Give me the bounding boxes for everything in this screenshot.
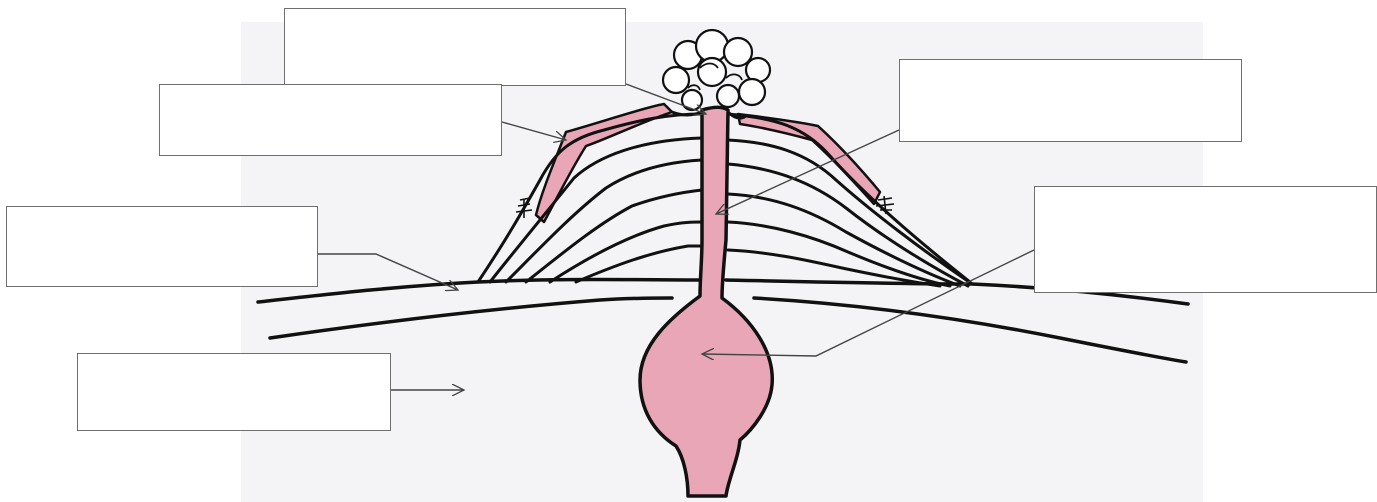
ash-cloud [663, 30, 770, 110]
label-box-upper-right[interactable] [899, 59, 1242, 142]
right-tree-sketch [876, 196, 894, 214]
label-box-lower-left[interactable] [77, 353, 391, 431]
pointer-upper-left [502, 122, 566, 140]
label-box-right[interactable] [1034, 186, 1377, 293]
label-box-upper-left[interactable] [159, 84, 502, 156]
left-lava-flow [536, 104, 672, 222]
label-box-top[interactable] [284, 8, 626, 86]
label-box-left[interactable] [6, 206, 318, 287]
